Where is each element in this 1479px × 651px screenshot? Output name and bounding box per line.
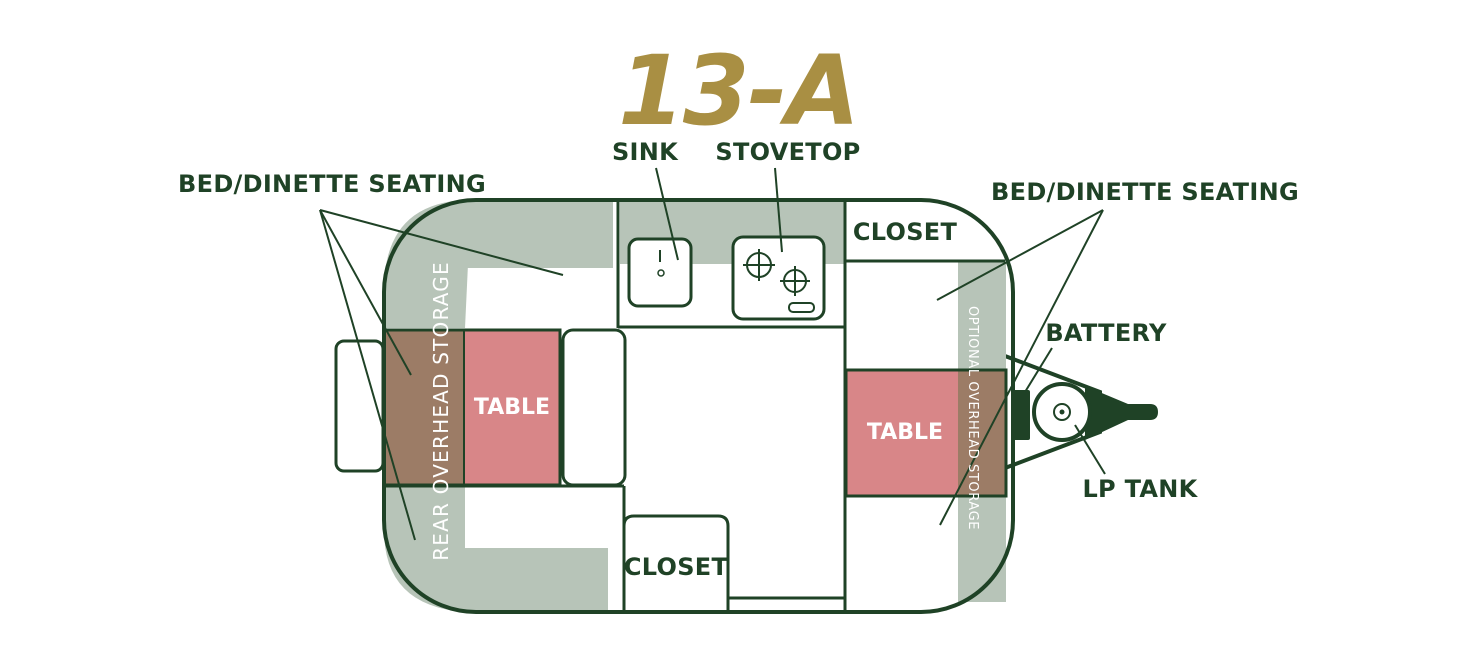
leader-lines [319,167,1106,541]
left-table [464,330,560,485]
left-seat-cushion [561,328,627,487]
sink [627,237,693,308]
top-left-shelf [465,202,613,268]
right-table [846,370,958,496]
storage-areas [384,200,1006,612]
label-sink: SINK [612,138,679,166]
rear-overhead-storage [384,200,471,328]
model-title: 13-A [618,35,858,147]
label-bed-dinette-left: BED/DINETTE SEATING [178,170,486,198]
label-bed-dinette-right: BED/DINETTE SEATING [991,178,1299,206]
label-closet-top: CLOSET [853,218,958,246]
trailer-hitch [1004,354,1158,470]
label-closet-bottom: CLOSET [624,553,729,581]
bottom-closet [622,514,730,612]
battery [1012,390,1030,440]
label-stovetop: STOVETOP [715,138,860,166]
left-bench [384,330,465,485]
label-table-left: TABLE [474,395,550,420]
stove-knob-icon [788,302,815,313]
stovetop [731,235,826,321]
lp-tank [1032,382,1092,442]
bottom-left-shelf [465,548,608,612]
label-optional-overhead-storage: OPTIONAL OVERHEAD STORAGE [965,306,980,530]
label-lp-tank: LP TANK [1082,475,1198,503]
label-rear-overhead-storage: REAR OVERHEAD STORAGE [429,261,453,561]
label-table-right: TABLE [867,420,943,445]
label-battery: BATTERY [1045,319,1167,347]
